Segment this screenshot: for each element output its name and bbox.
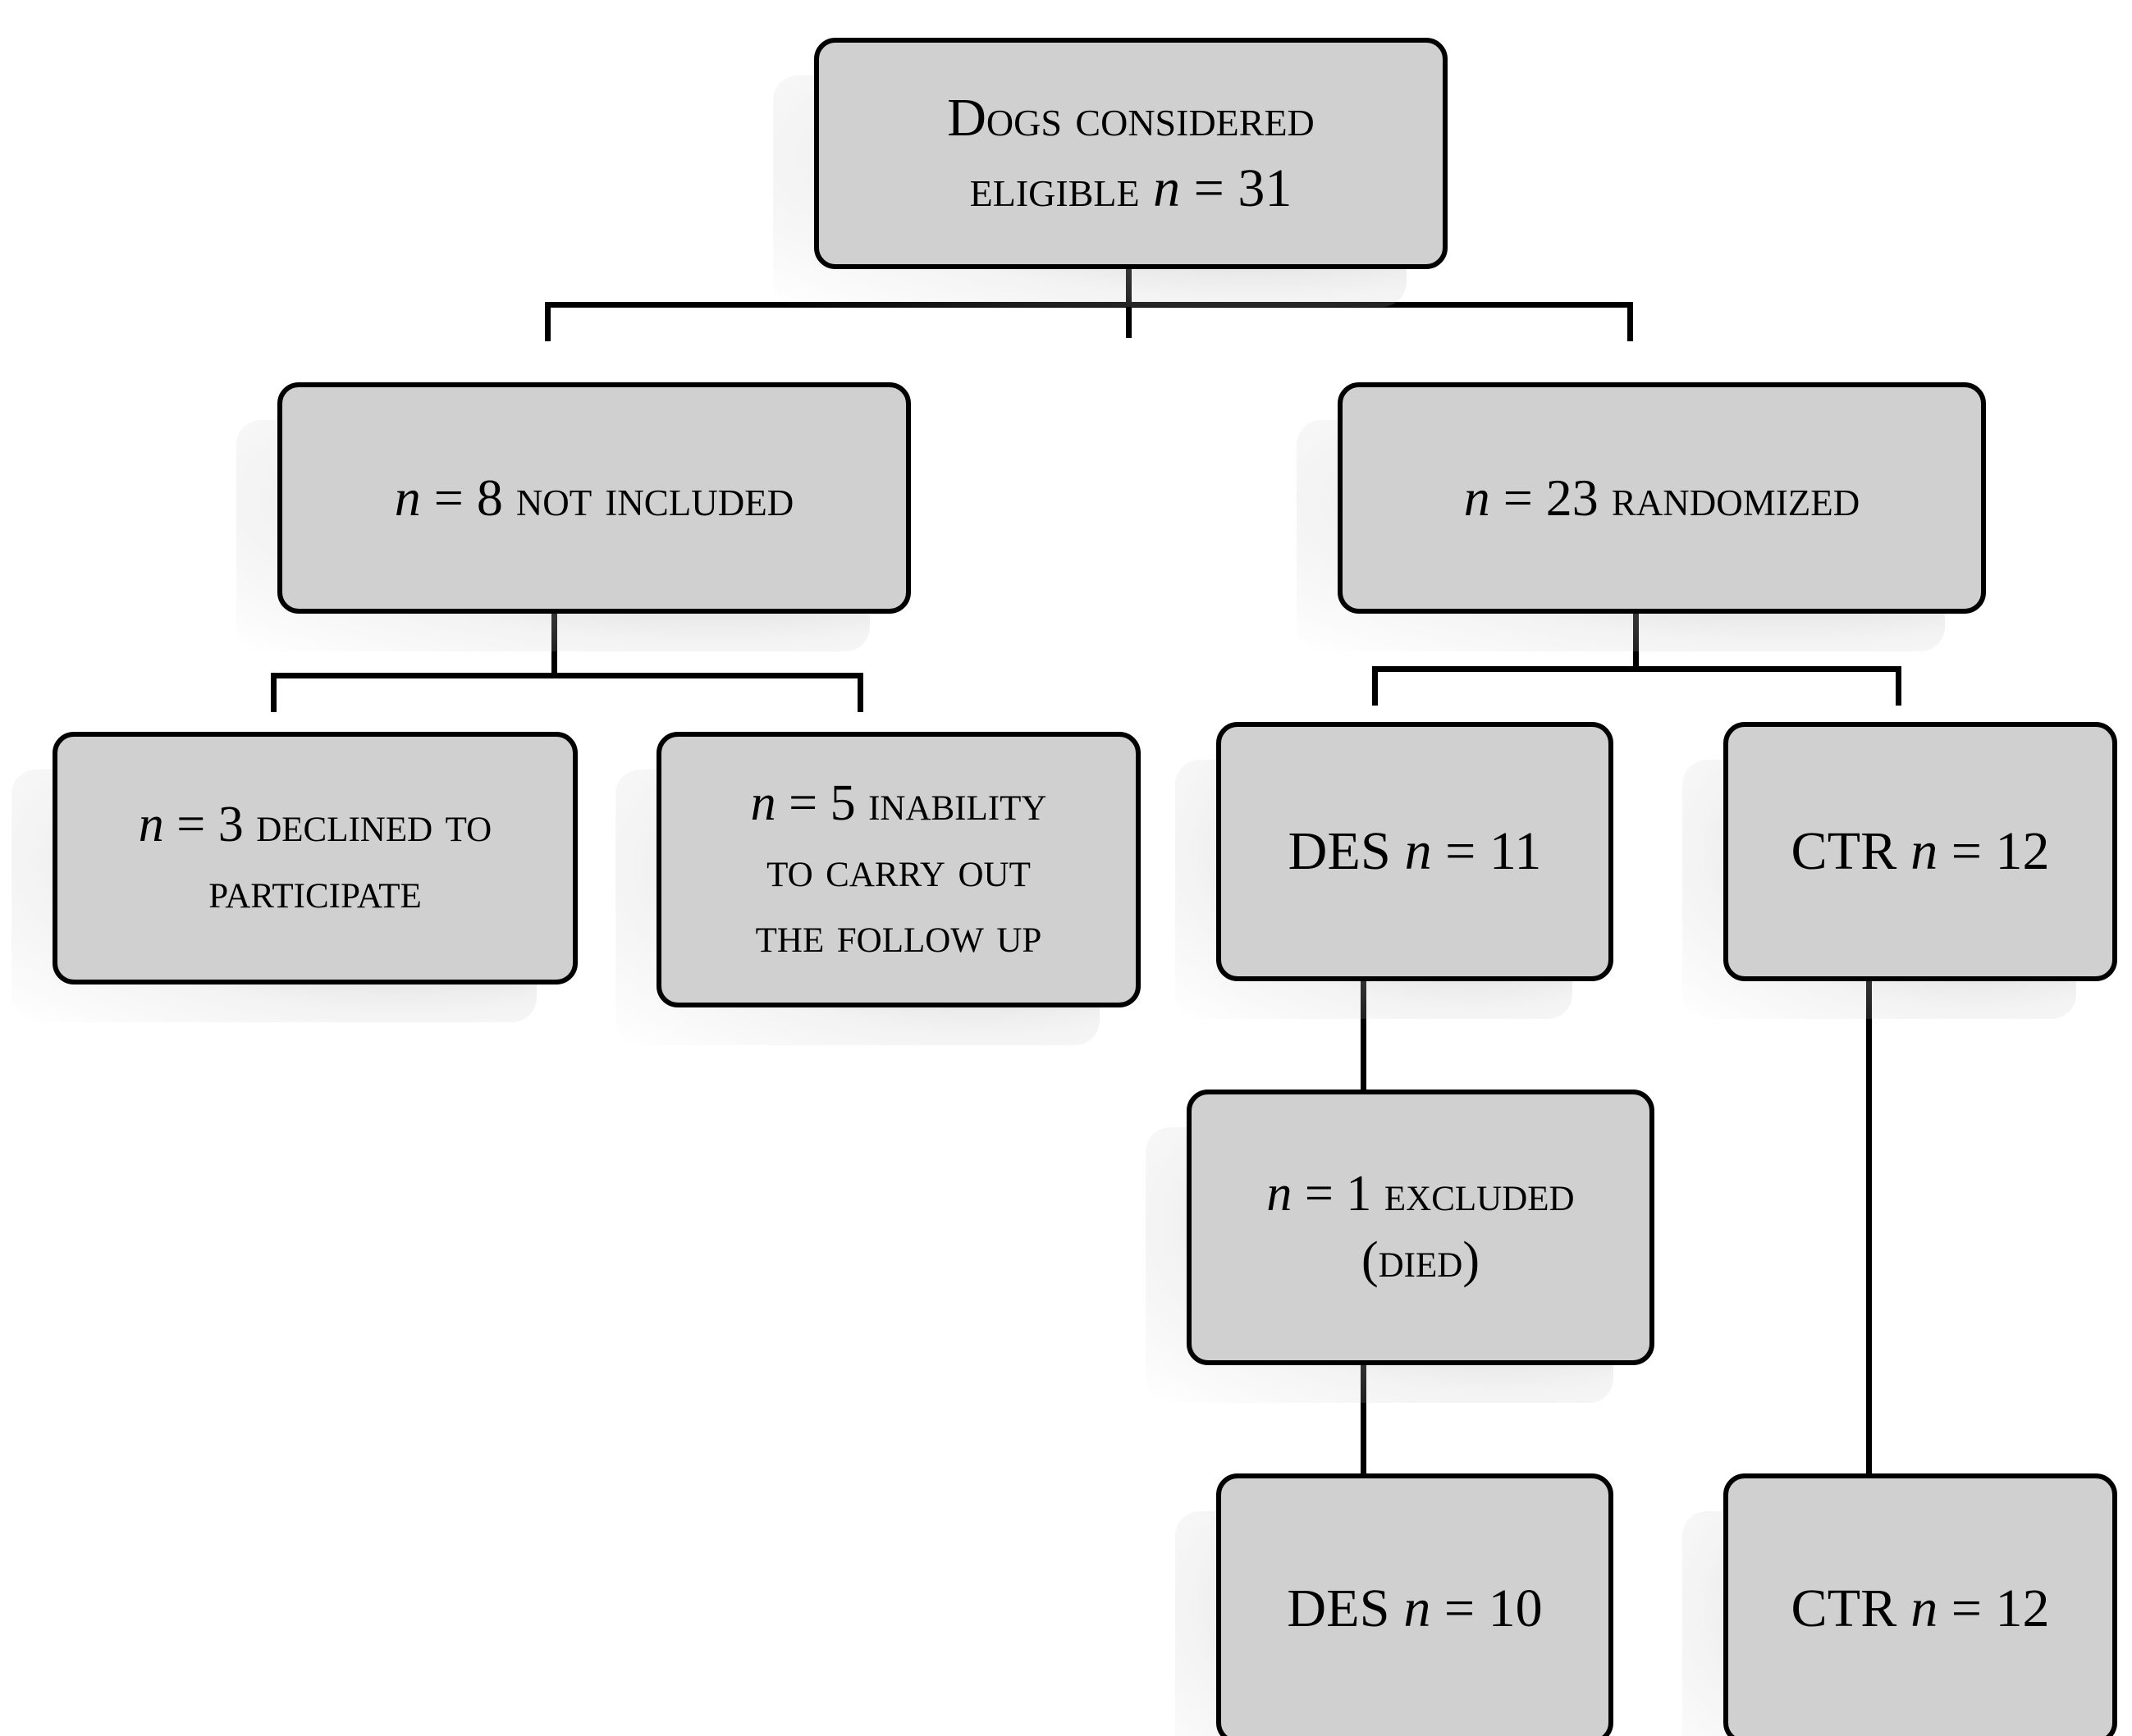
not-included-value: 8 [476,468,503,528]
node-label-inability: n = 5 inability to carry out the follow … [739,770,1059,969]
connector-notincluded-bar [271,673,863,678]
node-label-not-included: n = 8 not included [383,464,806,532]
excluded-eq: = [1292,1166,1347,1222]
node-ctr-12-bottom[interactable]: CTR n = 12 [1723,1473,2117,1736]
ctr-12-top-group: CTR [1791,821,1911,882]
root-line-1: Dogs considered [947,88,1315,148]
connector-excluded-to-des10 [1361,1365,1366,1473]
node-randomized[interactable]: n = 23 randomized [1338,382,1986,614]
node-label-declined: n = 3 declined to participate [127,792,503,924]
randomized-eq: = [1489,468,1546,528]
des-10-value: 10 [1488,1578,1543,1639]
not-included-var: n [394,468,421,528]
des-11-var: n [1404,821,1432,882]
root-line-2-prefix: eligible [969,158,1154,218]
node-ctr-12-top[interactable]: CTR n = 12 [1723,722,2117,981]
ctr-12-bottom-value: 12 [1995,1578,2050,1639]
declined-eq: = [163,797,218,853]
node-excluded-died[interactable]: n = 1 excluded (died) [1187,1090,1654,1365]
node-dogs-considered-eligible[interactable]: Dogs considered eligible n = 31 [814,38,1448,269]
connector-randomized-left-drop [1372,666,1378,706]
connector-randomized-bar [1372,666,1901,672]
node-label-excluded: n = 1 excluded (died) [1255,1161,1585,1293]
ctr-12-top-var: n [1910,821,1938,882]
node-declined-to-participate[interactable]: n = 3 declined to participate [53,732,578,984]
des-10-group: DES [1287,1578,1404,1639]
root-line-2-var: n [1153,158,1181,218]
connector-notincluded-right-drop [858,673,863,712]
node-label-ctr-12-top: CTR n = 12 [1780,816,2061,887]
node-label-root: Dogs considered eligible n = 31 [936,83,1326,224]
node-label-des-11: DES n = 11 [1277,816,1553,887]
ctr-12-bottom-var: n [1910,1578,1938,1639]
root-line-2-value: 31 [1238,158,1292,218]
randomized-label: randomized [1598,468,1860,528]
excluded-value: 1 [1346,1166,1372,1222]
declined-var: n [138,797,164,853]
node-not-included[interactable]: n = 8 not included [277,382,911,614]
connector-notincluded-stem [551,614,557,678]
connector-ctr12-top-to-bottom [1866,981,1872,1473]
root-line-2-eq: = [1180,158,1238,218]
des-10-var: n [1403,1578,1431,1639]
node-des-11[interactable]: DES n = 11 [1216,722,1613,981]
connector-root-bar [545,302,1633,308]
des-10-eq: = [1430,1578,1489,1639]
not-included-eq: = [420,468,477,528]
inability-var: n [750,775,776,832]
declined-label: declined to participate [208,797,492,919]
connector-des11-to-excluded [1361,981,1366,1090]
connector-root-right-drop [1627,302,1633,341]
ctr-12-bottom-eq: = [1938,1578,1996,1639]
connector-root-left-drop [545,302,551,341]
connector-randomized-stem [1633,614,1639,671]
node-label-des-10: DES n = 10 [1275,1574,1553,1644]
node-label-randomized: n = 23 randomized [1453,464,1872,532]
des-11-value: 11 [1489,821,1542,882]
randomized-var: n [1463,468,1490,528]
excluded-var: n [1266,1166,1292,1222]
declined-value: 3 [217,797,244,853]
inability-eq: = [775,775,830,832]
node-inability-follow-up[interactable]: n = 5 inability to carry out the follow … [657,732,1141,1007]
des-11-group: DES [1288,821,1405,882]
ctr-12-bottom-group: CTR [1791,1578,1911,1639]
ctr-12-top-value: 12 [1995,821,2050,882]
ctr-12-top-eq: = [1938,821,1996,882]
not-included-label: not included [502,468,794,528]
node-des-10[interactable]: DES n = 10 [1216,1473,1613,1736]
connector-notincluded-left-drop [271,673,277,712]
randomized-value: 23 [1545,468,1599,528]
node-label-ctr-12-bottom: CTR n = 12 [1780,1574,2061,1644]
des-11-eq: = [1431,821,1489,882]
excluded-label: excluded (died) [1361,1166,1575,1288]
inability-value: 5 [830,775,856,832]
connector-randomized-right-drop [1896,666,1901,706]
